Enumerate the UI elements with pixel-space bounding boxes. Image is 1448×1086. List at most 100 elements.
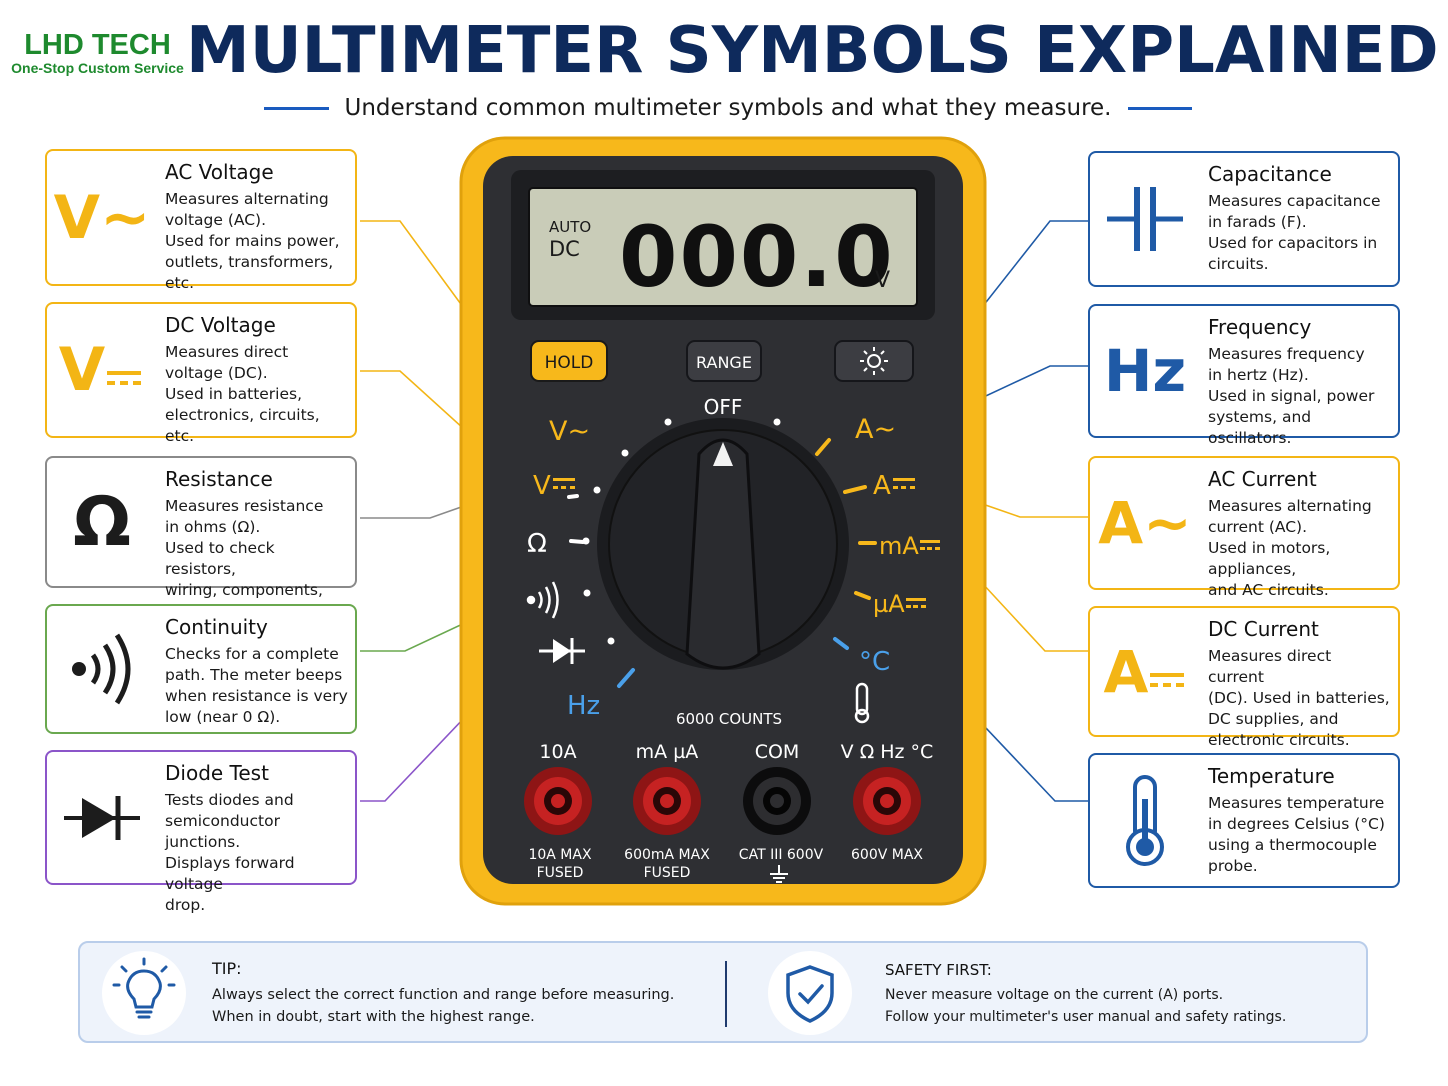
card-line: in hertz (Hz). [1208,366,1309,384]
card-dc-voltage: V DC Voltage Measures direct voltage (DC… [45,302,357,445]
card-line: Used for mains power, [165,232,340,250]
dial-thermometer-icon [854,682,870,724]
omega-icon: Ω [73,482,131,562]
card-frequency: Hz Frequency Measures frequency in hertz… [1088,304,1400,447]
dial-ma-bars [920,540,940,550]
card-line: Used to check resistors, [165,539,275,578]
port-label-ma: mA µA [636,741,699,763]
page-subtitle: Understand common multimeter symbols and… [344,95,1112,121]
card-line: (DC). Used in batteries, [1208,689,1390,707]
card-line: Measures alternating [165,190,329,208]
rotary-dial[interactable] [597,418,849,670]
tip-line-1: Always select the correct function and r… [212,987,675,1003]
card-continuity: Continuity Checks for a complete path. T… [45,604,357,734]
brand-logo: LHD TECH One-Stop Custom Service [10,30,185,76]
port-label-10a: 10A [539,741,576,763]
dial-off: OFF [704,395,743,419]
card-line: outlets, transformers, etc. [165,253,334,292]
card-resistance: Ω Resistance Measures resistance in ohms… [45,456,357,620]
card-line: low (near 0 Ω). [165,708,281,726]
safety-line-2: Follow your multimeter's user manual and… [885,1009,1287,1025]
display-dc: DC [549,237,580,261]
backlight-button[interactable] [834,340,914,382]
card-line: path. The meter beeps [165,666,343,684]
port-label-com: COM [755,741,800,763]
card-title: Capacitance [1208,162,1332,186]
range-button[interactable]: RANGE [686,340,762,382]
card-line: Measures frequency [1208,345,1365,363]
card-title: Diode Test [165,761,269,785]
dial-v-dc: V [533,471,551,501]
port-rating-v: 600V MAX [851,847,923,863]
card-line: when resistance is very [165,687,348,705]
display-reading: 000.0 [619,208,895,306]
thermometer-icon [1090,755,1200,886]
card-line: electronics, circuits, etc. [165,406,320,445]
card-title: DC Voltage [165,313,276,337]
card-title: Frequency [1208,315,1312,339]
brand-name: LHD TECH [24,29,171,61]
bar-divider [725,961,727,1027]
display-auto: AUTO [549,218,591,236]
port-label-v: V Ω Hz °C [841,741,934,763]
card-line: Measures direct current [1208,647,1332,686]
card-line: DC supplies, and [1208,710,1339,728]
card-line: Measures alternating [1208,497,1372,515]
capacitor-icon [1090,153,1200,285]
card-title: AC Voltage [165,160,274,184]
card-line: current (AC). [1208,518,1308,536]
card-line: probe. [1208,857,1258,875]
card-temperature: Temperature Measures temperature in degr… [1088,753,1400,888]
port-rating-com: CAT III 600V [739,847,824,863]
tip-heading: TIP: [212,959,242,978]
port-rating-ma-fused: FUSED [644,865,691,881]
ground-icon [770,865,788,883]
card-line: Measures direct [165,343,289,361]
tip-line-2: When in doubt, start with the highest ra… [212,1009,535,1025]
lightbulb-icon [102,951,186,1035]
card-title: Temperature [1208,764,1335,788]
card-line: Checks for a complete [165,645,339,663]
port-rating-ma: 600mA MAX [624,847,710,863]
card-diode-test: Diode Test Tests diodes and semiconducto… [45,750,357,914]
subtitle-row: Understand common multimeter symbols and… [264,92,1192,124]
card-line: Displays forward voltage [165,854,295,893]
svg-text:RANGE: RANGE [696,353,752,372]
card-line: Used in motors, appliances, [1208,539,1331,578]
card-line: Used in batteries, [165,385,303,403]
counts-label: 6000 COUNTS [676,710,782,728]
card-line: semiconductor junctions. [165,812,280,851]
card-line: using a thermocouple [1208,836,1377,854]
card-line: Measures temperature [1208,794,1385,812]
multimeter: AUTO DC 000.0 V HOLD RANGE OFF V~ V Ω Hz… [459,136,987,906]
port-com-jack[interactable] [743,767,811,835]
port-rating-10a: 10A MAX [528,847,591,863]
dial-ticks [582,418,781,645]
dc-voltage-icon: V [47,304,157,436]
card-title: DC Current [1208,617,1319,641]
diode-icon [47,752,157,883]
dial-ohm: Ω [527,529,547,559]
card-line: voltage (DC). [165,364,268,382]
port-rating-10a-fused: FUSED [537,865,584,881]
port-ma-jack[interactable] [633,767,701,835]
card-line: Measures resistance [165,497,324,515]
dial-pointers [567,438,877,688]
hold-button[interactable]: HOLD [530,340,608,382]
subtitle-rule-left [264,106,329,110]
card-title: AC Current [1208,467,1317,491]
subtitle-rule-right [1127,106,1192,110]
dial-v-dc-bars [553,478,575,489]
card-line: and AC circuits. [1208,581,1329,599]
card-line: in ohms (Ω). [165,518,261,536]
dial-a-dc-bars [893,478,915,489]
brand-tagline: One-Stop Custom Service [11,60,184,76]
page-title: MULTIMETER SYMBOLS EXPLAINED [186,14,1439,88]
shield-check-icon [768,951,852,1035]
port-v-jack[interactable] [853,767,921,835]
sound-wave-icon [47,606,157,732]
port-10a-jack[interactable] [524,767,592,835]
svg-text:HOLD: HOLD [545,353,594,373]
safety-heading: SAFETY FIRST: [885,961,992,979]
card-line: Measures capacitance [1208,192,1381,210]
